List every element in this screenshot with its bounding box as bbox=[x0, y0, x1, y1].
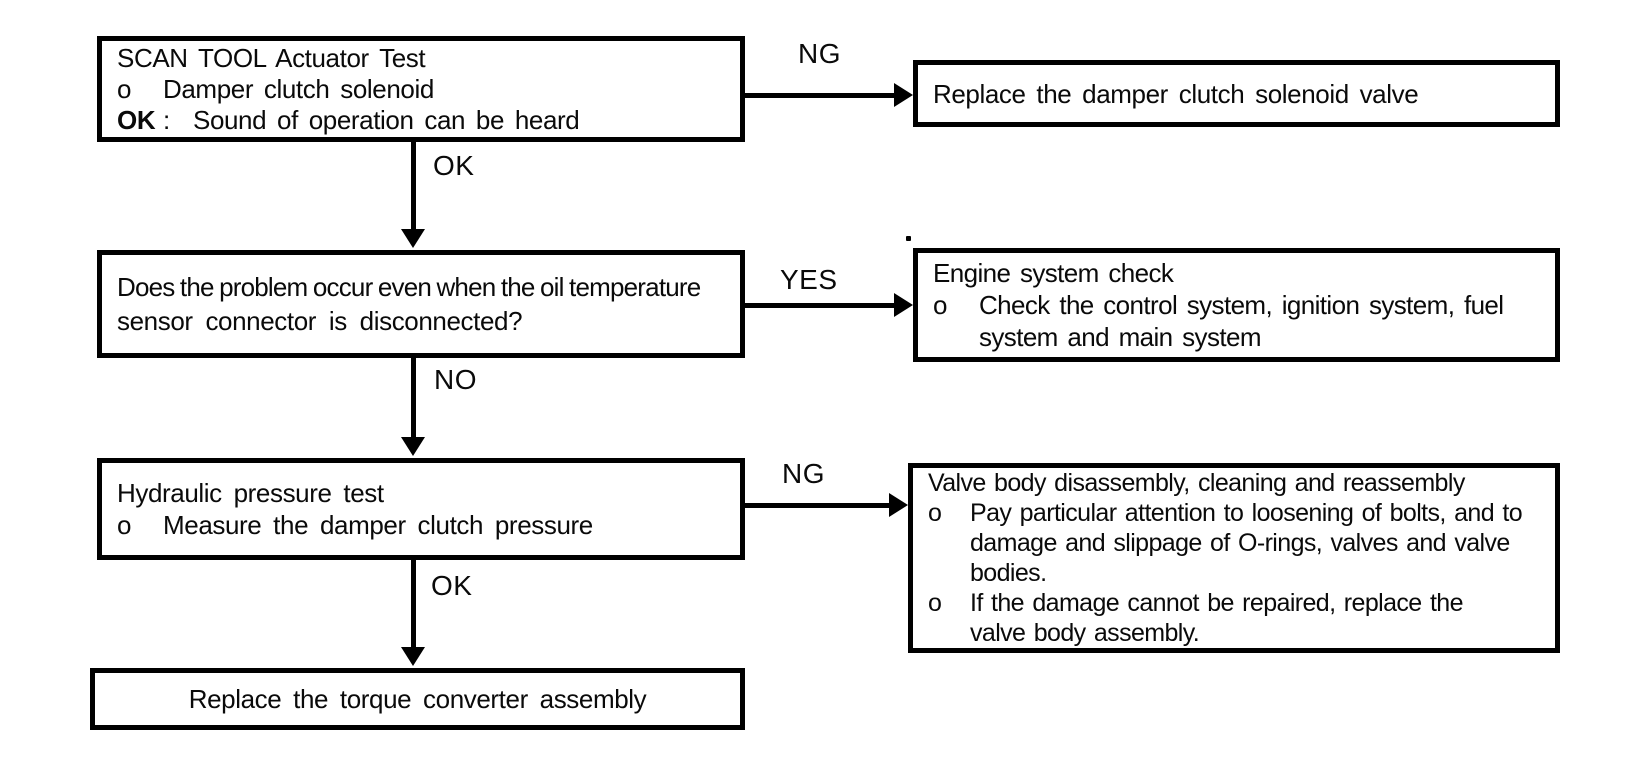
bullet-text-line-1: If the damage cannot be repaired, replac… bbox=[970, 589, 1464, 617]
arrow-ng-to-replace-solenoid bbox=[745, 83, 913, 107]
box-scan-tool-actuator-test: SCAN TOOL Actuator Test o Damper clutch … bbox=[97, 36, 745, 142]
box-replace-torque-converter: Replace the torque converter assembly bbox=[90, 668, 745, 730]
label-ok-2: OK bbox=[431, 570, 473, 601]
question-line-2: sensor connector is disconnected? bbox=[117, 306, 523, 336]
arrow-shaft bbox=[745, 303, 898, 308]
box-title: Hydraulic pressure test bbox=[117, 478, 384, 508]
bullet-text-line-2: system and main system bbox=[979, 322, 1261, 352]
box-title: SCAN TOOL Actuator Test bbox=[117, 42, 426, 73]
arrow-head-icon bbox=[401, 229, 425, 248]
ok-condition-text: Sound of operation can be heard bbox=[193, 104, 580, 135]
bullet-text-line-2: valve body assembly. bbox=[970, 619, 1200, 647]
box-replace-damper-clutch-solenoid-valve: Replace the damper clutch solenoid valve bbox=[913, 60, 1560, 127]
arrow-ok-down-2 bbox=[401, 560, 425, 666]
arrow-head-icon bbox=[889, 493, 908, 517]
bullet-marker: o bbox=[933, 290, 947, 320]
arrow-no-down bbox=[401, 358, 425, 456]
arrow-shaft bbox=[411, 560, 416, 651]
arrow-head-icon bbox=[894, 293, 913, 317]
label-yes: YES bbox=[780, 264, 838, 295]
question-line-1: Does the problem occur even when the oil… bbox=[117, 272, 701, 302]
bullet-marker: o bbox=[928, 589, 942, 617]
arrow-shaft bbox=[411, 358, 416, 441]
box-text: Replace the torque converter assembly bbox=[188, 684, 647, 714]
bullet-text-line-1: Pay particular attention to loosening of… bbox=[970, 499, 1523, 527]
ok-condition-row: OK : Sound of operation can be heard bbox=[117, 105, 725, 136]
bullet-marker: o bbox=[117, 510, 132, 540]
box-hydraulic-pressure-test: Hydraulic pressure test o Measure the da… bbox=[97, 458, 745, 560]
bullet-text-line-3: bodies. bbox=[970, 559, 1047, 587]
ok-keyword: OK bbox=[117, 104, 156, 135]
bullet-row: o Measure the damper clutch pressure bbox=[117, 509, 725, 541]
label-no: NO bbox=[434, 364, 477, 395]
box-text: Replace the damper clutch solenoid valve bbox=[933, 78, 1419, 109]
label-ng-2: NG bbox=[782, 458, 825, 489]
arrow-ok-down-1 bbox=[401, 142, 425, 248]
scan-artifact-dot bbox=[906, 236, 911, 241]
bullet-row: o Pay particular attention to loosening … bbox=[928, 498, 1540, 588]
label-ng-1: NG bbox=[798, 38, 841, 69]
arrow-ng-to-valve-body bbox=[745, 493, 908, 517]
bullet-text-line-1: Check the control system, ignition syste… bbox=[979, 290, 1504, 320]
box-oil-temperature-sensor-question: Does the problem occur even when the oil… bbox=[97, 250, 745, 358]
colon-separator: : bbox=[163, 104, 170, 135]
bullet-row: o Check the control system, ignition sys… bbox=[933, 289, 1540, 353]
arrow-head-icon bbox=[401, 647, 425, 666]
bullet-row: o Damper clutch solenoid bbox=[117, 74, 725, 105]
label-ok-1: OK bbox=[433, 150, 475, 181]
arrow-head-icon bbox=[401, 437, 425, 456]
arrow-yes-to-engine-check bbox=[745, 293, 913, 317]
box-title: Valve body disassembly, cleaning and rea… bbox=[928, 469, 1465, 497]
arrow-shaft bbox=[411, 142, 416, 233]
bullet-text: Measure the damper clutch pressure bbox=[163, 510, 593, 540]
bullet-row: o If the damage cannot be repaired, repl… bbox=[928, 588, 1540, 648]
arrow-head-icon bbox=[894, 83, 913, 107]
box-engine-system-check: Engine system check o Check the control … bbox=[913, 248, 1560, 362]
box-valve-body-disassembly: Valve body disassembly, cleaning and rea… bbox=[908, 463, 1560, 653]
bullet-marker: o bbox=[928, 499, 942, 527]
arrow-shaft bbox=[745, 93, 898, 98]
bullet-marker: o bbox=[117, 73, 132, 104]
bullet-text-line-2: damage and slippage of O-rings, valves a… bbox=[970, 529, 1510, 557]
arrow-shaft bbox=[745, 503, 893, 508]
bullet-text: Damper clutch solenoid bbox=[163, 73, 434, 104]
box-title: Engine system check bbox=[933, 258, 1174, 288]
